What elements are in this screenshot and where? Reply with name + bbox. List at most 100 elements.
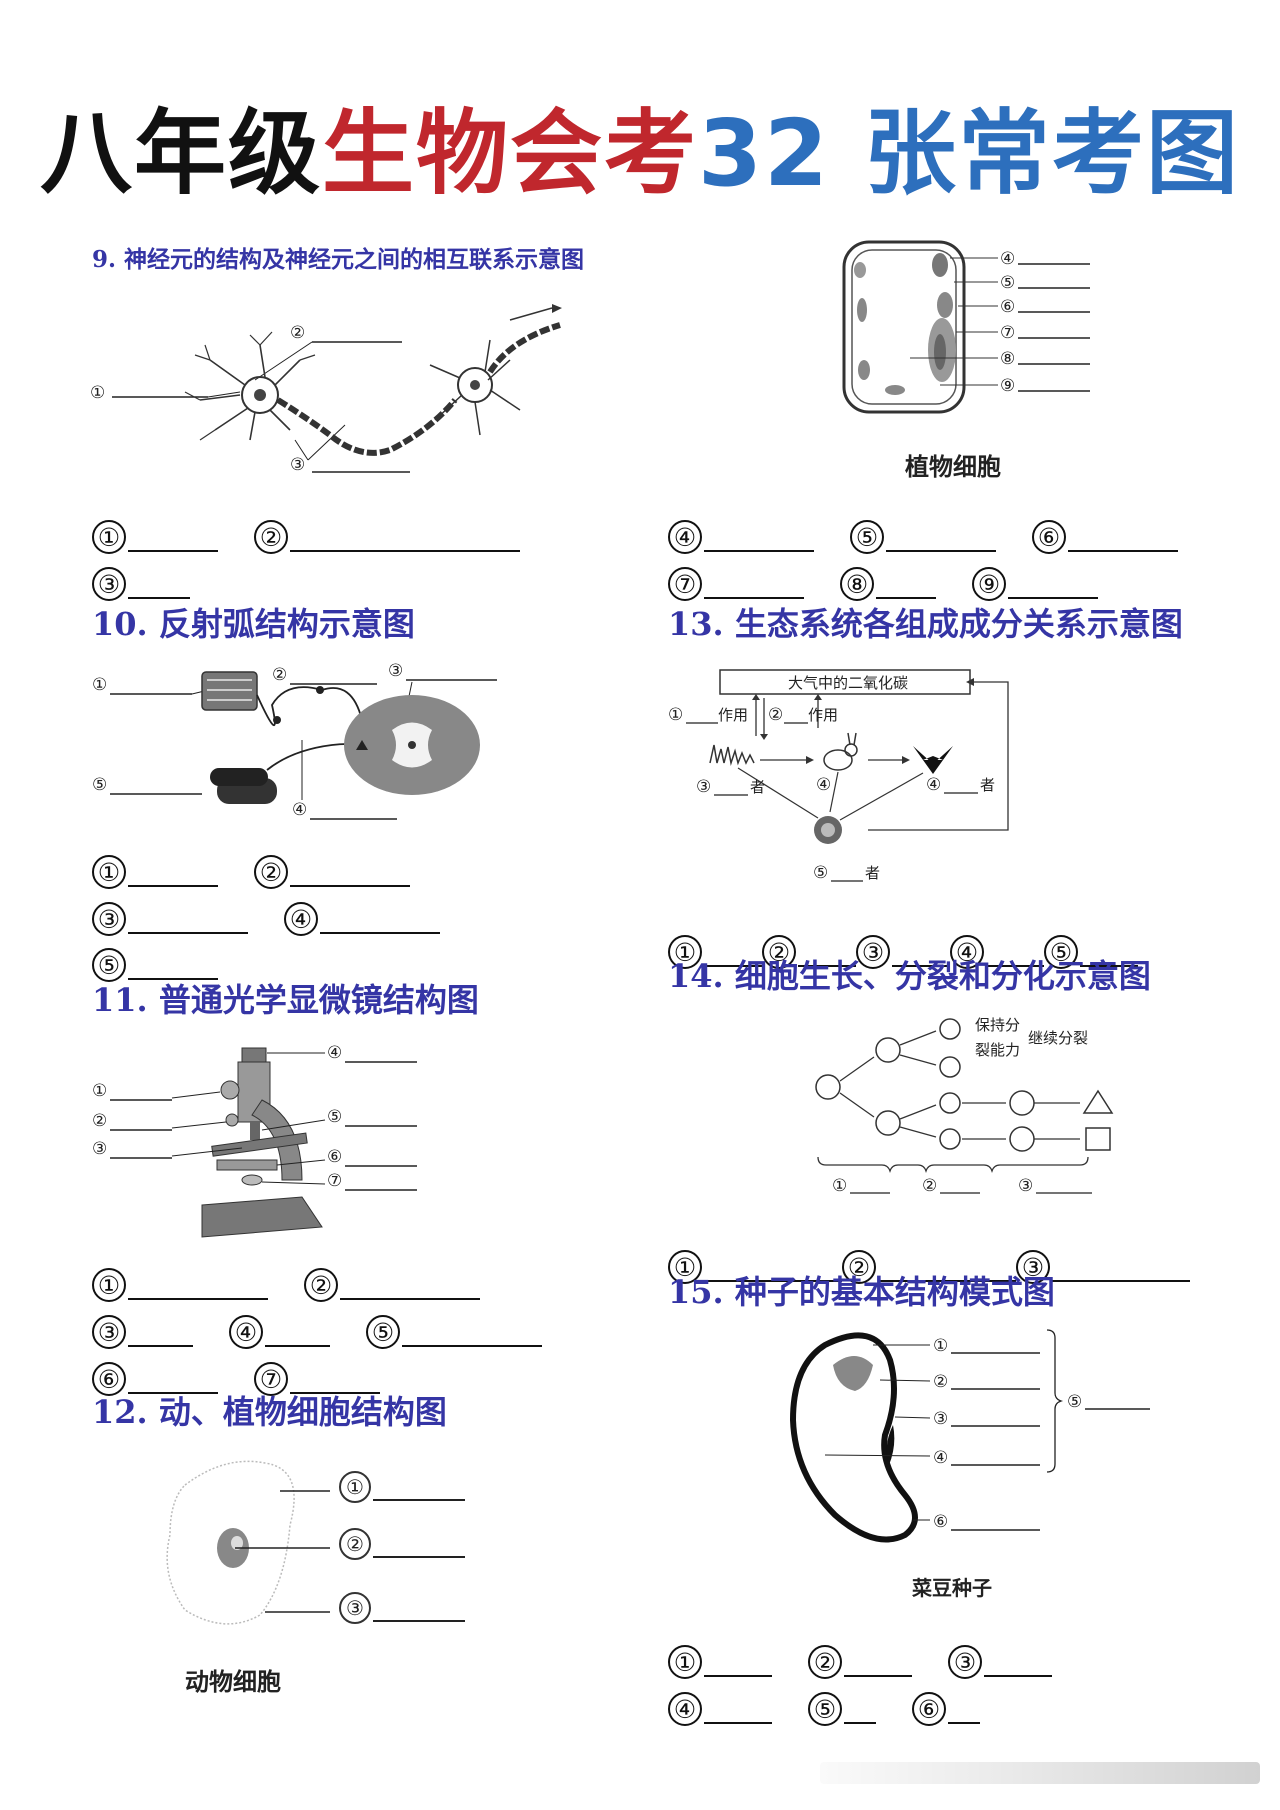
ra-label-1: ① (92, 675, 107, 695)
animal-cell-icon: ① ② ③ (165, 1455, 505, 1640)
eco-zhe-3: 者 (750, 778, 765, 796)
s9-answer-row-2: ③ (92, 567, 226, 601)
bs-label-5: ⑤ (1067, 1392, 1082, 1412)
section-13-title: 13. 生态系统各组成成分关系示意图 (668, 608, 1183, 640)
ms-label-5: ⑤ (327, 1107, 342, 1127)
bs-label-6: ⑥ (933, 1512, 948, 1532)
eco-zuoyong-1: 作用 (718, 706, 748, 724)
cd-continue-divide: 继续分裂 (1028, 1029, 1088, 1047)
watermark-bar (820, 1762, 1260, 1784)
ra-label-2: ② (272, 665, 287, 685)
pc-label-6: ⑥ (1000, 297, 1015, 317)
s12-answer-row-1: ④ ⑤ ⑥ (668, 520, 1178, 554)
s15-answer-row-1: ① ② ③ (668, 1645, 1088, 1679)
plant-cell-caption: 植物细胞 (905, 447, 1001, 482)
pc-label-8: ⑧ (1000, 349, 1015, 369)
eco-co2-label: 大气中的二氧化碳 (788, 674, 908, 692)
neuron-label-1: ① (90, 383, 105, 403)
pc-label-7: ⑦ (1000, 323, 1015, 343)
reflex-arc-icon: ① ② ③ ⑤ ④ (92, 660, 512, 825)
section-14-title: 14. 细胞生长、分裂和分化示意图 (668, 960, 1151, 992)
s9-blank-2[interactable] (290, 550, 520, 552)
ac-label-2: ② (346, 1532, 364, 1556)
eco-label-5: ⑤ (813, 863, 828, 883)
page-title: 八年级生物会考32 张常考图 (0, 108, 1280, 200)
ac-label-1: ① (346, 1475, 364, 1499)
pc-label-4: ④ (1000, 249, 1015, 269)
pc-label-5: ⑤ (1000, 273, 1015, 293)
ac-label-3: ③ (346, 1596, 364, 1620)
cd-label-2: ② (922, 1176, 937, 1196)
s15-blank-4[interactable] (704, 1722, 772, 1724)
s15-blank-6[interactable] (948, 1722, 980, 1724)
ra-label-4: ④ (292, 800, 307, 820)
s15-blank-2[interactable] (844, 1675, 912, 1677)
animal-cell-caption: 动物细胞 (185, 1662, 281, 1697)
eco-label-2: ② (768, 705, 783, 725)
s12-blank-8[interactable] (876, 597, 936, 599)
s11-blank-5[interactable] (402, 1345, 542, 1347)
plant-cell-icon: ④ ⑤ ⑥ ⑦ ⑧ ⑨ (840, 240, 1100, 420)
ms-label-2: ② (92, 1111, 107, 1131)
eco-zhe-4: 者 (980, 776, 995, 794)
title-part-3: 32 张常考图 (698, 100, 1240, 207)
ms-label-4: ④ (327, 1043, 342, 1063)
s12-blank-9[interactable] (1008, 597, 1098, 599)
s11-answer-row-1: ① ② (92, 1268, 516, 1302)
s10-answer-row-2: ③ ④ (92, 902, 476, 936)
bs-label-3: ③ (933, 1409, 948, 1429)
section-15-title: 15. 种子的基本结构模式图 (668, 1276, 1055, 1308)
title-part-2: 生物会考 (322, 100, 698, 207)
s12-blank-6[interactable] (1068, 550, 1178, 552)
cd-keep-divide: 保持分 (975, 1016, 1020, 1034)
s11-blank-1[interactable] (128, 1298, 268, 1300)
cd-label-1: ① (832, 1176, 847, 1196)
eco-label-4b: ④ (926, 775, 941, 795)
s12-blank-4[interactable] (704, 550, 814, 552)
ms-label-7: ⑦ (327, 1171, 342, 1191)
s10-blank-2[interactable] (290, 885, 410, 887)
bean-seed-caption: 菜豆种子 (912, 1572, 992, 1601)
s12-answer-row-2: ⑦ ⑧ ⑨ (668, 567, 1134, 601)
s15-blank-1[interactable] (704, 1675, 772, 1677)
ra-label-5: ⑤ (92, 775, 107, 795)
ms-label-6: ⑥ (327, 1147, 342, 1167)
s15-blank-3[interactable] (984, 1675, 1052, 1677)
ecosystem-icon: 大气中的二氧化碳 ① 作用 ② 作用 ③ 者 ④ ④ 者 ⑤ 者 (668, 668, 1028, 893)
cell-division-icon: 保持分 裂能力 继续分裂 ① ② ③ (810, 1015, 1130, 1200)
pc-label-9: ⑨ (1000, 376, 1015, 396)
title-part-1: 八年级 (40, 100, 322, 207)
s11-blank-4[interactable] (265, 1345, 330, 1347)
s10-blank-3[interactable] (128, 932, 248, 934)
s10-blank-4[interactable] (320, 932, 440, 934)
bs-label-2: ② (933, 1372, 948, 1392)
s11-blank-3[interactable] (128, 1345, 193, 1347)
bs-label-4: ④ (933, 1448, 948, 1468)
s11-blank-2[interactable] (340, 1298, 480, 1300)
bs-label-1: ① (933, 1336, 948, 1356)
s15-blank-5[interactable] (844, 1722, 876, 1724)
microscope-icon: ④ ① ② ③ ⑤ ⑥ ⑦ (92, 1040, 432, 1240)
neuron-label-3: ③ (290, 455, 305, 475)
s9-blank-1[interactable] (128, 550, 218, 552)
section-9-title: 9. 神经元的结构及神经元之间的相互联系示意图 (92, 248, 584, 271)
eco-label-3: ③ (696, 777, 711, 797)
s15-answer-row-2: ④ ⑤ ⑥ (668, 1692, 1016, 1726)
cd-divide-ability: 裂能力 (975, 1041, 1020, 1059)
s14-blank-3[interactable] (1052, 1280, 1190, 1282)
s10-blank-5[interactable] (128, 978, 218, 980)
s9-blank-3[interactable] (128, 597, 190, 599)
neuron-icon: ① ② ③ (90, 300, 560, 490)
s9-answer-row-1: ① ② (92, 520, 556, 554)
neuron-label-2: ② (290, 323, 305, 343)
section-11-title: 11. 普通光学显微镜结构图 (92, 984, 479, 1016)
section-10-title: 10. 反射弧结构示意图 (92, 608, 415, 640)
s10-blank-1[interactable] (128, 885, 218, 887)
eco-zuoyong-2: 作用 (808, 706, 838, 724)
s10-answer-row-1: ① ② (92, 855, 446, 889)
s12-blank-5[interactable] (886, 550, 996, 552)
cd-label-3: ③ (1018, 1176, 1033, 1196)
ra-label-3: ③ (388, 661, 403, 681)
s12-blank-7[interactable] (704, 597, 804, 599)
s11-answer-row-2: ③ ④ ⑤ (92, 1315, 578, 1349)
